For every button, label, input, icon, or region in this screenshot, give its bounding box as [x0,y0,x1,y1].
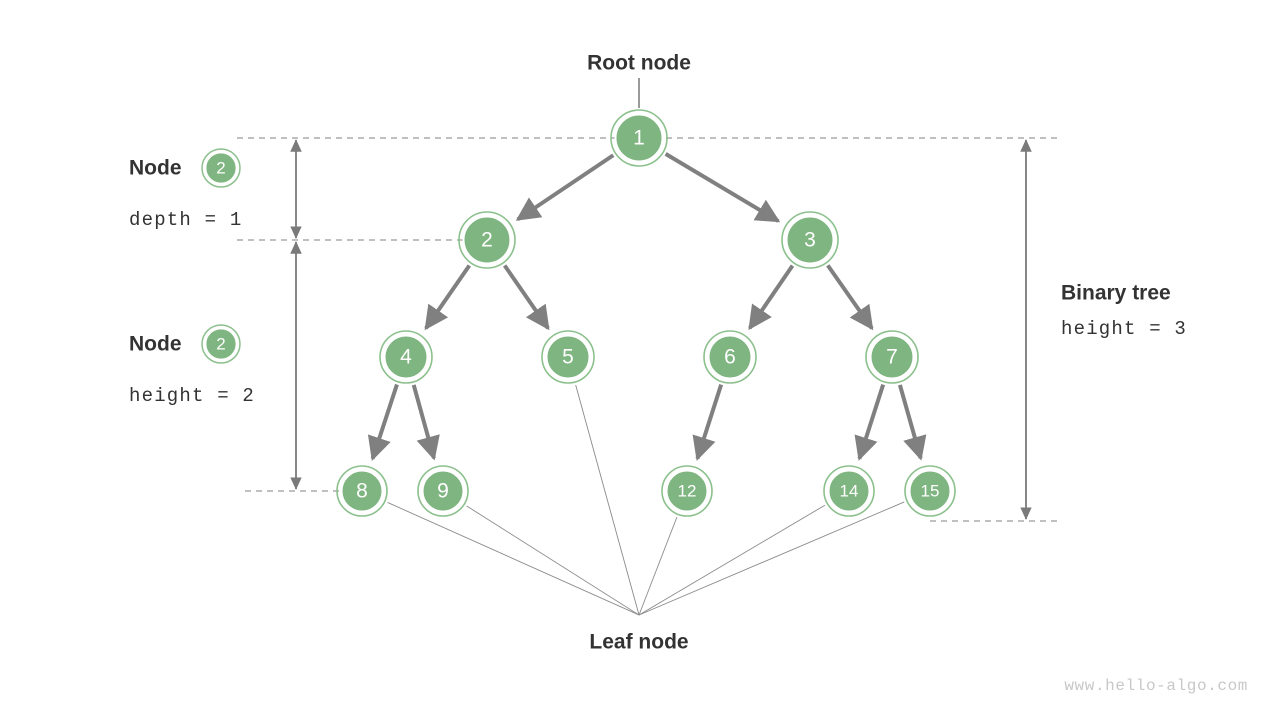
chip-value: 2 [216,158,225,177]
node-value: 7 [886,346,898,369]
edge-n2-n4 [424,264,471,331]
node-outer-ring [904,465,956,517]
edge-n4-n9 [411,384,440,461]
edge-n1-n2 [515,153,615,222]
node-outer-ring [379,330,433,384]
measure-arrows [290,139,1032,520]
tree-node-5[interactable]: 5 [541,330,595,384]
node-outer-ring [610,109,668,167]
node-outer-ring [458,211,516,269]
edge-n3-n7 [826,264,874,331]
tree-node-1[interactable]: 1 [610,109,668,167]
edge-n3-n6 [748,264,795,331]
edge-n1-n3 [664,152,781,223]
callout-title: Binary tree [1061,282,1171,305]
chip-disc [204,151,238,185]
tree-node-6[interactable]: 6 [703,330,757,384]
leaf-leader-n15 [638,501,905,616]
node-disc [462,215,512,265]
callout-node-height: Node 2 height = 2 [129,324,255,407]
edge-n4-n8 [367,383,399,461]
node-outer-ring [823,465,875,517]
node-disc [908,469,952,513]
node-disc [545,334,591,380]
tree-node-9[interactable]: 9 [417,465,469,517]
tree-node-14[interactable]: 14 [823,465,875,517]
chip-value: 2 [216,334,225,353]
node-disc [785,215,835,265]
callout-node-depth: Node 2 depth = 1 [129,148,242,231]
node-value: 15 [921,481,940,500]
node-outer-ring [781,211,839,269]
tree-node-3[interactable]: 3 [781,211,839,269]
node-value: 9 [437,480,449,503]
node-disc [421,469,465,513]
tree-node-2[interactable]: 2 [458,211,516,269]
callout-title: Node [129,333,182,356]
leaf-leader-lines [387,384,905,616]
root-node-label: Root node [587,52,691,75]
node-disc [827,469,871,513]
node-disc [665,469,709,513]
callout-title: Node [129,157,182,180]
callout-detail: height = 3 [1061,318,1187,340]
node-outer-ring [661,465,713,517]
chip-outer-ring [201,324,241,364]
node-disc [614,113,664,163]
node-value: 8 [356,480,368,503]
node-outer-ring [541,330,595,384]
tree-node-7[interactable]: 7 [865,330,919,384]
tree-node-12[interactable]: 12 [661,465,713,517]
node-disc [707,334,753,380]
node-outer-ring [417,465,469,517]
node-disc [340,469,384,513]
tree-node-15[interactable]: 15 [904,465,956,517]
node-disc [383,334,429,380]
callout-node-chip: 2 [201,148,241,188]
callout-binary-tree: Binary tree height = 3 [1061,282,1187,340]
edge-n6-n12 [692,384,724,461]
guide-lines [237,137,1057,522]
node-value: 1 [633,127,645,150]
node-value: 14 [840,481,859,500]
node-outer-ring [865,330,919,384]
edge-n7-n14 [854,384,886,461]
leaf-leader-n5 [575,384,640,616]
callout-node-chip: 2 [201,324,241,364]
tree-node-4[interactable]: 4 [379,330,433,384]
node-outer-ring [703,330,757,384]
edge-n7-n15 [897,384,927,461]
node-value: 5 [562,346,574,369]
callouts: Node 2 depth = 1 Node 2 height = 2 Binary tree… [129,148,1187,407]
leaf-leader-n12 [638,516,678,616]
leaf-node-label: Leaf node [589,631,688,654]
tree-node-8[interactable]: 8 [336,465,388,517]
node-value: 4 [400,346,412,369]
root-node-annotation: Root node [587,52,691,108]
edge-n2-n5 [503,264,550,331]
leaf-leader-n9 [466,505,640,616]
node-value: 12 [678,481,697,500]
node-outer-ring [336,465,388,517]
callout-detail: height = 2 [129,385,255,407]
leaf-node-annotation: Leaf node [589,631,688,654]
leaf-leader-n8 [387,502,640,616]
node-value: 6 [724,346,736,369]
node-value: 3 [804,229,816,252]
chip-outer-ring [201,148,241,188]
chip-disc [204,327,238,361]
callout-detail: depth = 1 [129,209,242,231]
tree-edges [367,152,927,461]
node-value: 2 [481,229,493,252]
node-disc [869,334,915,380]
leaf-leader-n14 [638,504,826,616]
watermark: www.hello-algo.com [1064,677,1248,695]
